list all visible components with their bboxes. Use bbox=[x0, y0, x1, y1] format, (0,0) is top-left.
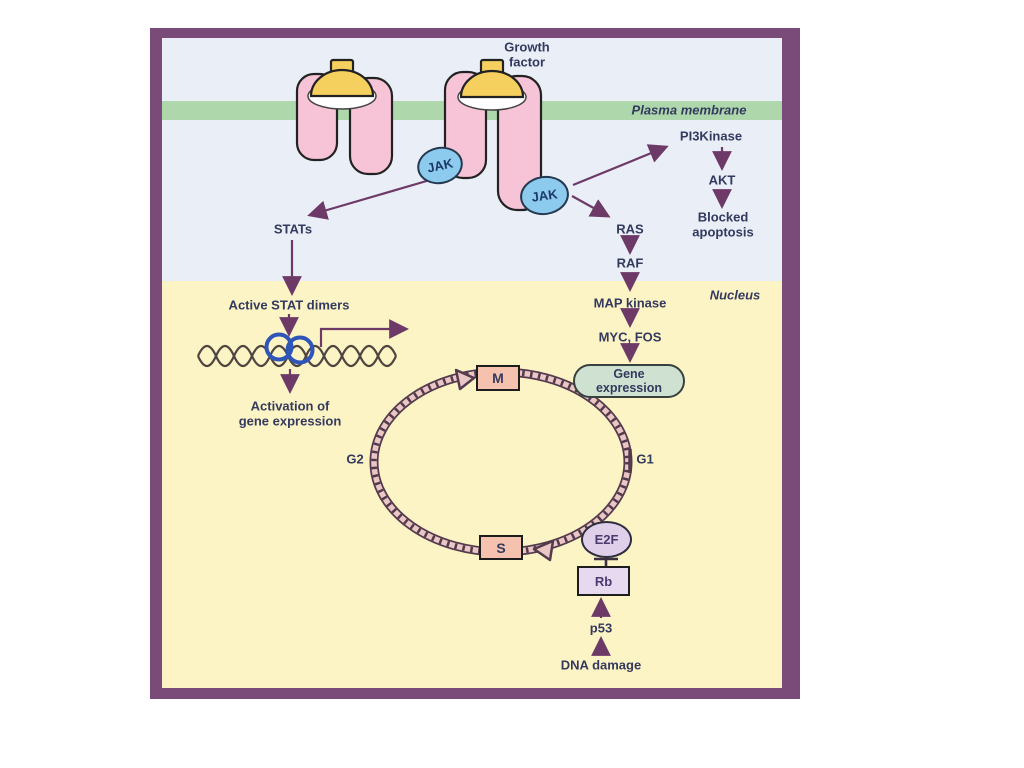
dna-damage-label: DNA damage bbox=[560, 657, 642, 673]
nucleus-label: Nucleus bbox=[709, 287, 761, 303]
g2-label: G2 bbox=[346, 451, 364, 467]
raf-label: RAF bbox=[616, 255, 644, 271]
arrow-jak-to-pi3kinase bbox=[572, 144, 669, 187]
p53-label: p53 bbox=[589, 620, 613, 636]
akt-label: AKT bbox=[708, 172, 736, 188]
receptor-pair-right-icon bbox=[443, 58, 543, 212]
pi3kinase-label: PI3Kinase bbox=[679, 128, 743, 144]
ring-arrowhead-to-s bbox=[532, 539, 555, 562]
ras-label: RAS bbox=[616, 221, 644, 237]
plasma-membrane-label: Plasma membrane bbox=[631, 102, 747, 118]
stat-dimer-icon bbox=[264, 332, 315, 365]
rb-node: Rb bbox=[577, 566, 630, 596]
active-stat-dimers-label: Active STAT dimers bbox=[228, 297, 350, 313]
g1-label: G1 bbox=[636, 451, 654, 467]
blocked-apoptosis-label: Blocked apoptosis bbox=[692, 209, 754, 240]
arrow-jak-to-stats bbox=[307, 178, 431, 220]
receptor-pair-left-icon bbox=[295, 58, 394, 176]
arrow-jak-to-ras bbox=[571, 195, 611, 218]
e2f-node: E2F bbox=[581, 521, 632, 558]
m-phase-box: M bbox=[476, 365, 520, 391]
s-phase-box: S bbox=[479, 535, 523, 560]
jak-label: JAK bbox=[530, 186, 559, 205]
transcription-start-arrow bbox=[319, 319, 409, 347]
map-kinase-label: MAP kinase bbox=[593, 295, 667, 311]
myc-fos-label: MYC, FOS bbox=[598, 329, 662, 345]
dna-helix-icon bbox=[196, 344, 398, 368]
jak-label: JAK bbox=[425, 155, 455, 176]
stats-label: STATs bbox=[273, 221, 313, 237]
nucleus-region bbox=[160, 281, 784, 689]
ring-arrowhead-to-m bbox=[454, 368, 476, 391]
activation-gene-expression-label: Activation of gene expression bbox=[238, 398, 342, 429]
rb-inhibits-e2f-tbar bbox=[594, 557, 618, 566]
growth-factor-label: Growth factor bbox=[504, 39, 550, 70]
gene-expression-node: Gene expression bbox=[573, 364, 685, 398]
